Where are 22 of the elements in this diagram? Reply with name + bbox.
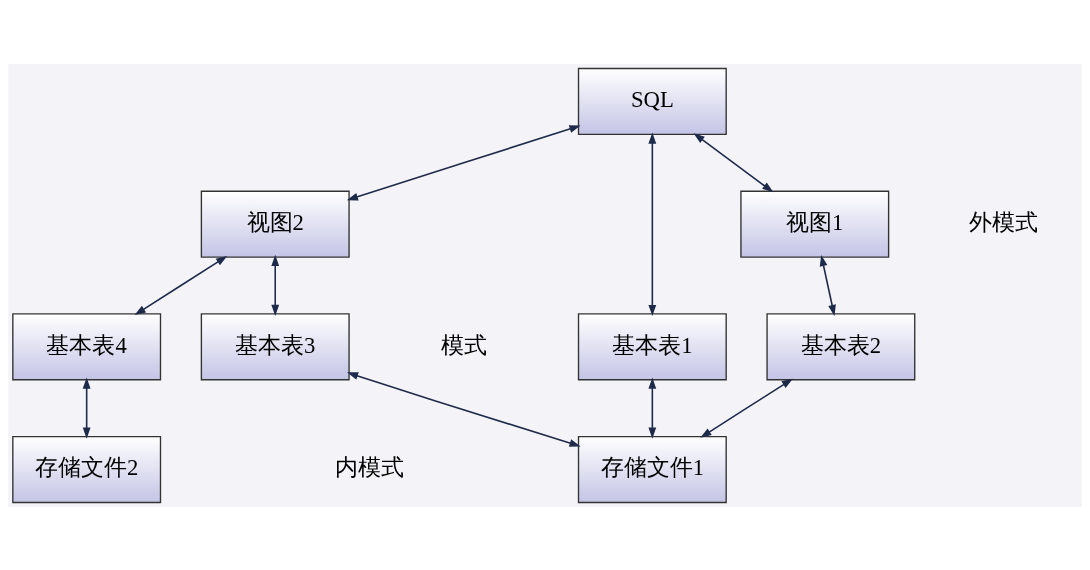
node-box: 视图1 [740,190,890,258]
arrow [819,254,836,316]
node-box: 基本表4 [12,312,162,380]
arrow [346,124,581,200]
node-box: 存储文件2 [12,435,162,503]
arrow [648,132,657,316]
arrow [82,377,91,439]
arrow [648,377,657,439]
node-box: 存储文件1 [577,435,727,503]
arrow [693,132,774,192]
node-box: SQL [577,67,727,135]
node-box: 基本表3 [200,312,350,380]
node-box: 基本表2 [766,312,916,380]
arrow [700,378,793,438]
node-box: 视图2 [200,190,350,258]
label: 模式 [440,331,487,358]
label: 内模式 [335,453,404,480]
arrow [134,255,228,315]
arrow [347,371,581,447]
label: 外模式 [968,208,1038,235]
arrow [271,254,280,316]
node-box: 基本表1 [577,312,727,380]
